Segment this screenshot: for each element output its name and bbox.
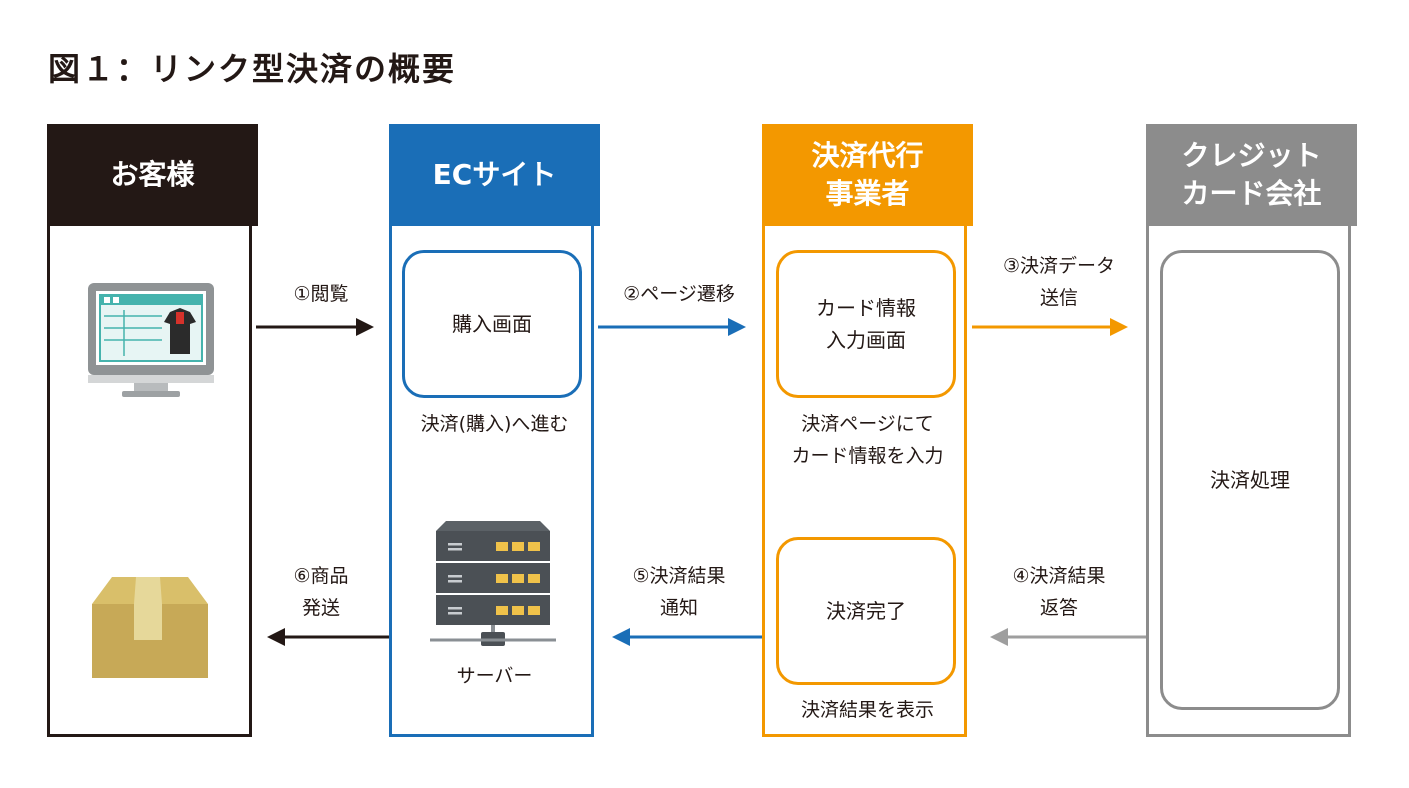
payment-processing-box: 決済処理 — [1160, 250, 1340, 710]
purchase-screen-box: 購入画面 — [402, 250, 582, 398]
card-input-caption: 決済ページにて カード情報を入力 — [791, 413, 944, 467]
cardboard-box-icon — [92, 577, 208, 678]
arrow-step-2 — [598, 318, 746, 336]
monitor-icon — [88, 283, 214, 397]
payment-agent-header: 決済代行 事業者 — [762, 124, 973, 226]
card-company-column: クレジット カード会社 — [1146, 124, 1357, 737]
payment-agent-column: 決済代行 事業者 — [762, 124, 973, 737]
arrow-step-1 — [256, 318, 374, 336]
card-company-header: クレジット カード会社 — [1146, 124, 1357, 226]
arrow-step-4 — [990, 628, 1146, 646]
arrow-step-5 — [612, 628, 762, 646]
customer-column: お客様 — [47, 124, 258, 737]
step-3-label: ③決済データ 送信 — [1002, 255, 1116, 309]
figure-title: 図１：リンク型決済の概要 — [48, 50, 457, 88]
step-6-label: ⑥商品 発送 — [293, 565, 349, 619]
purchase-caption: 決済(購入)へ進む — [420, 413, 569, 435]
ec-site-header: ECサイト — [389, 124, 600, 226]
arrow-step-3 — [972, 318, 1128, 336]
step-4-label: ④決済結果 返答 — [1012, 565, 1106, 619]
step-5-label: ⑤決済結果 通知 — [632, 565, 726, 619]
server-rack-icon — [430, 521, 556, 646]
customer-header: お客様 — [47, 124, 258, 226]
step-2-label: ②ページ遷移 — [623, 283, 735, 305]
card-input-screen-box: カード情報 入力画面 — [776, 250, 956, 398]
arrow-step-6 — [267, 628, 389, 646]
payment-complete-caption: 決済結果を表示 — [800, 699, 934, 721]
step-1-label: ①閲覧 — [293, 283, 349, 305]
server-caption: サーバー — [456, 665, 533, 687]
ec-site-column: ECサイト — [389, 124, 600, 737]
payment-complete-box: 決済完了 — [776, 537, 956, 685]
